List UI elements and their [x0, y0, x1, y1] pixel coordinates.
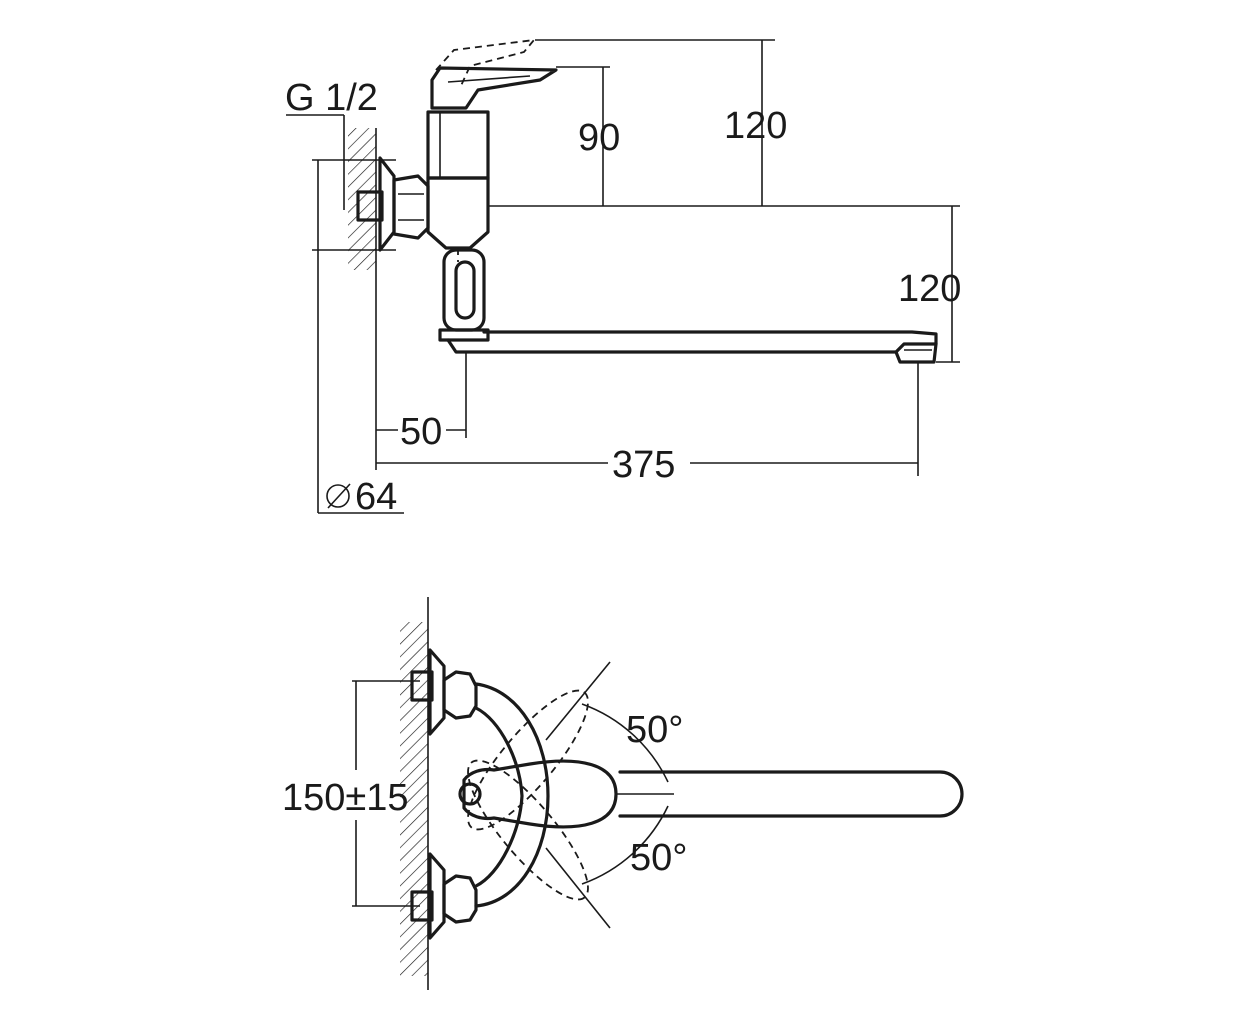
side-view: G 1/2 90 120 120 50 375 64: [285, 38, 961, 518]
side-spout: [446, 330, 938, 364]
handle-height-label: 90: [578, 117, 620, 159]
spout-reach-label: 375: [612, 444, 675, 486]
top-dimension-lines: [352, 661, 674, 929]
thread-label: G 1/2: [285, 77, 378, 119]
side-lever-raised: [435, 38, 537, 89]
top-spout: [618, 770, 964, 818]
swivel-angle-lower-label: 50°: [630, 837, 687, 879]
total-height-label: 120: [724, 105, 787, 147]
flange-diameter-label: 64: [355, 476, 397, 518]
side-lever: [430, 66, 558, 110]
top-body: [474, 682, 550, 908]
top-view: 150±15 50° 50°: [282, 597, 964, 990]
side-wall: [348, 128, 377, 270]
side-body: [426, 110, 490, 342]
wall-offset-label: 50: [400, 411, 442, 453]
top-lever: [458, 759, 618, 829]
top-upper-connection: [410, 648, 478, 736]
swivel-angle-upper-label: 50°: [626, 709, 683, 751]
spout-drop-label: 120: [898, 268, 961, 310]
side-dimension-lines: [286, 39, 960, 514]
center-distance-label: 150±15: [282, 777, 409, 819]
